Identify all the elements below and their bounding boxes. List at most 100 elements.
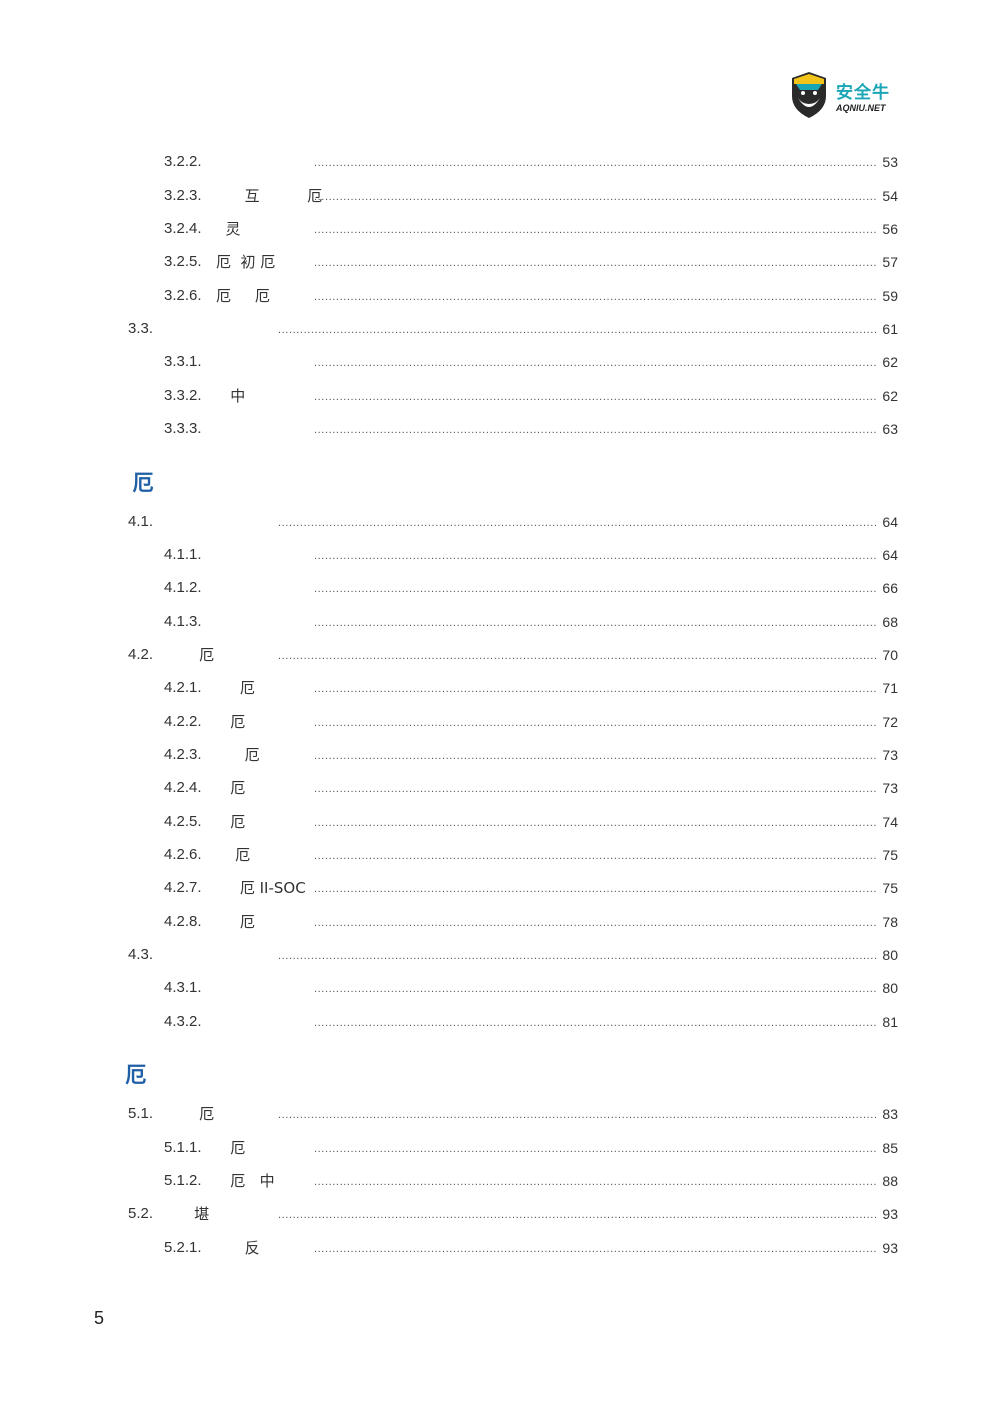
toc-dot-leader: ........................................…	[314, 783, 878, 795]
toc-entry[interactable]: 4.1.1. .................................…	[0, 544, 992, 566]
toc-entry[interactable]: 3.2.3. 互 厄 .............................…	[0, 185, 992, 207]
toc-entry[interactable]: 5.2. 堪 .................................…	[0, 1203, 992, 1225]
toc-entry[interactable]: 4.3.2. .................................…	[0, 1011, 992, 1033]
toc-dot-leader: ........................................…	[314, 1176, 878, 1188]
toc-entry[interactable]: 4.1.2. .................................…	[0, 577, 992, 599]
toc-dot-leader: ........................................…	[314, 883, 878, 895]
toc-entry-title: 灵	[216, 220, 284, 238]
toc-entry-number: 4.3.1.	[164, 979, 202, 996]
toc-entry-page: 59	[882, 288, 898, 304]
toc-entry-number: 4.1.3.	[164, 613, 202, 630]
toc-entry[interactable]: 5.1.1. 厄 ...............................…	[0, 1137, 992, 1159]
toc-entry-title	[180, 318, 190, 340]
toc-entry[interactable]: 3.3.1. .................................…	[0, 351, 992, 373]
page-number: 5	[94, 1308, 105, 1328]
toc-entry-title: 厄	[216, 846, 255, 864]
toc-entry-page: 78	[882, 914, 898, 930]
toc-dot-leader: ........................................…	[314, 617, 878, 629]
toc-entry-page: 62	[882, 388, 898, 404]
toc-entry[interactable]: 3.2.2. .................................…	[0, 151, 992, 173]
toc-dot-leader: ........................................…	[314, 717, 878, 729]
toc-entry-page: 85	[882, 1140, 898, 1156]
toc-entry-number: 4.1.2.	[164, 579, 202, 596]
toc-entry-page: 61	[882, 321, 898, 337]
toc-dot-leader: ........................................…	[314, 983, 878, 995]
toc-entry[interactable]: 4.1. ...................................…	[0, 511, 992, 533]
toc-entry[interactable]: 4.2.3. 厄................................…	[0, 744, 992, 766]
toc-entry[interactable]: 4.2.4. 厄................................…	[0, 777, 992, 799]
toc-entry[interactable]: 3.3. ...................................…	[0, 318, 992, 340]
toc-dot-leader: ........................................…	[278, 517, 878, 529]
toc-entry-title	[216, 611, 226, 633]
toc-entry-number: 4.2.	[128, 646, 154, 663]
toc-entry-page: 53	[882, 154, 898, 170]
toc-entry[interactable]: 3.2.4. 灵 ...............................…	[0, 218, 992, 240]
toc-entry-number: 3.3.2.	[164, 387, 202, 404]
toc-entry-page: 64	[882, 547, 898, 563]
toc-entry-number: 4.2.5.	[164, 813, 202, 830]
toc-entry[interactable]: 4.2.1. 厄................................…	[0, 677, 992, 699]
toc-entry-title: 厄	[180, 646, 224, 664]
toc-entry-page: 72	[882, 714, 898, 730]
toc-entry-title	[180, 944, 204, 966]
toc-entry[interactable]: 4.1.3. .................................…	[0, 611, 992, 633]
toc-entry-title	[216, 544, 230, 566]
toc-entry-title: 厄	[216, 913, 274, 931]
toc-entry[interactable]: 4.2.5. 厄................................…	[0, 811, 992, 833]
toc-entry-page: 88	[882, 1173, 898, 1189]
toc-entry-page: 75	[882, 847, 898, 863]
toc-entry-number: 3.3.1.	[164, 353, 202, 370]
toc-entry-page: 73	[882, 780, 898, 796]
toc-dot-leader: ........................................…	[314, 583, 878, 595]
toc-entry[interactable]: 4.2.8. 厄 ...............................…	[0, 911, 992, 933]
toc-dot-leader: ........................................…	[278, 950, 878, 962]
toc-entry[interactable]: 4.3.1. .................................…	[0, 977, 992, 999]
toc-dot-leader: ........................................…	[314, 424, 878, 436]
toc-entry-title: 厄 II-SOC	[216, 879, 306, 897]
toc-entry[interactable]: 4.2. 厄 .................................…	[0, 644, 992, 666]
toc-entry[interactable]: 3.3.2. 中................................…	[0, 385, 992, 407]
toc-dot-leader: ........................................…	[314, 817, 878, 829]
toc-dot-leader: ........................................…	[314, 291, 878, 303]
toc-chapter-heading[interactable]: 厄	[96, 471, 191, 495]
toc-entry-number: 4.2.8.	[164, 913, 202, 930]
toc-entry-title	[216, 418, 235, 440]
toc-entry[interactable]: 5.1. 厄 .................................…	[0, 1103, 992, 1125]
toc-entry-number: 4.1.	[128, 513, 154, 530]
brand-logo: 安全牛 AQNIU.NET	[788, 70, 908, 122]
toc-dot-leader: ........................................…	[314, 191, 878, 203]
bearded-warrior-shield-icon	[792, 72, 826, 118]
toc-entry-title: 厄	[216, 1139, 251, 1157]
toc-entry[interactable]: 4.2.7. 厄 II-SOC.........................…	[0, 877, 992, 899]
toc-entry[interactable]: 4.2.6. 厄 ...............................…	[0, 844, 992, 866]
toc-entry[interactable]: 3.2.5.厄 初 厄.............................…	[0, 251, 992, 273]
toc-entry-page: 73	[882, 747, 898, 763]
toc-entry[interactable]: 3.2.6.厄 厄 ..............................…	[0, 285, 992, 307]
toc-entry-title	[216, 577, 235, 599]
toc-dot-leader: ........................................…	[314, 550, 878, 562]
toc-entry-number: 5.1.	[128, 1105, 154, 1122]
toc-dot-leader: ........................................…	[314, 224, 878, 236]
toc-entry-number: 4.1.1.	[164, 546, 202, 563]
toc-entry[interactable]: 4.2.2. 厄................................…	[0, 711, 992, 733]
toc-entry[interactable]: 3.3.3. .................................…	[0, 418, 992, 440]
toc-entry-number: 4.2.6.	[164, 846, 202, 863]
toc-entry-number: 4.2.3.	[164, 746, 202, 763]
toc-entry-number: 5.1.2.	[164, 1172, 202, 1189]
toc-entry[interactable]: 5.2.1. 反 ...............................…	[0, 1237, 992, 1259]
toc-entry-title	[216, 151, 230, 173]
toc-entry-number: 3.2.6.	[164, 287, 202, 304]
toc-entry-title: 中	[216, 387, 246, 405]
toc-entry-page: 62	[882, 354, 898, 370]
toc-entry-number: 3.3.	[128, 320, 154, 337]
toc-entry-page: 66	[882, 580, 898, 596]
toc-entry[interactable]: 5.1.2. 厄 中 .............................…	[0, 1170, 992, 1192]
toc-entry[interactable]: 4.3. ...................................…	[0, 944, 992, 966]
toc-chapter-heading[interactable]: 厄	[96, 1063, 205, 1087]
toc-entry-title: 厄	[216, 713, 246, 731]
logo-text: 安全牛	[836, 83, 890, 103]
toc-entry-title: 互 厄	[216, 187, 332, 205]
toc-entry-title: 厄	[216, 813, 246, 831]
toc-dot-leader: ........................................…	[314, 1143, 878, 1155]
toc-entry-title	[216, 351, 230, 373]
